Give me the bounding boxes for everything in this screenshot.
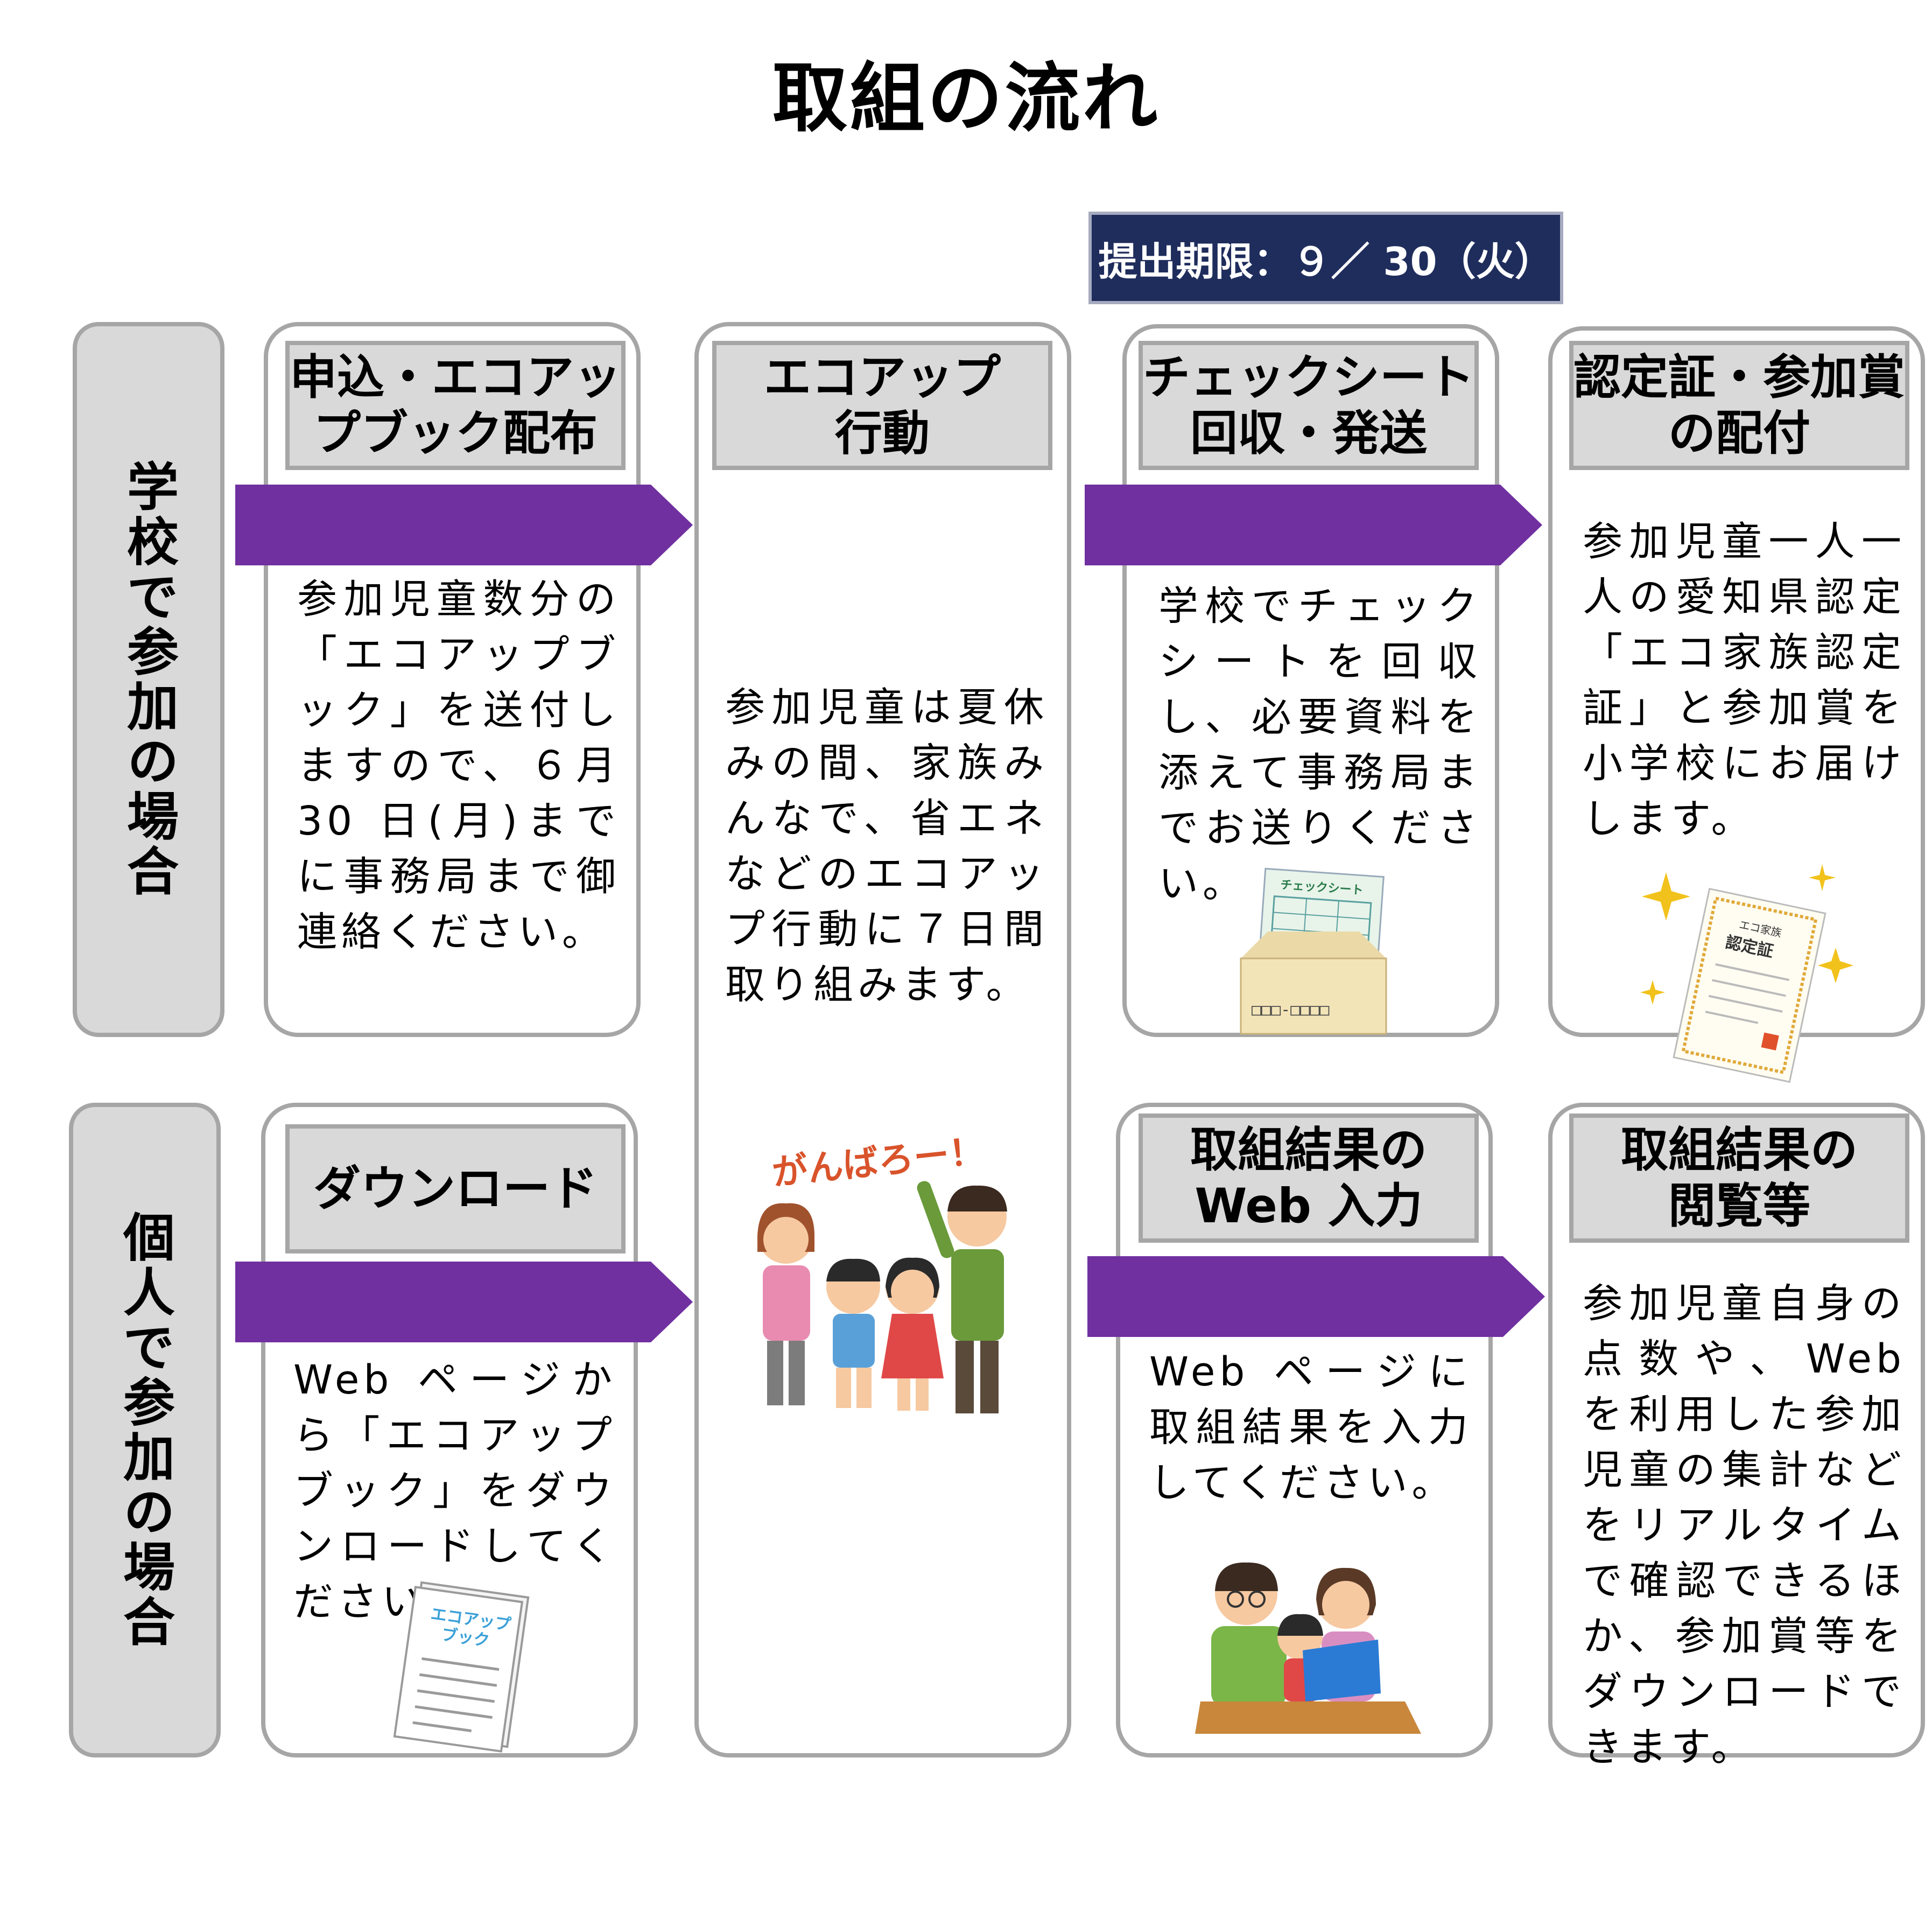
card-collect-header: チェックシート 回収・発送 xyxy=(1139,341,1479,470)
card-download-text: Web ページから「エコアップブック」をダウンロードしてください。 xyxy=(293,1357,616,1625)
ecoup-book-illustration: エコアップ ブック xyxy=(377,1572,538,1788)
row-label-school-text: 学校で参加の場合 xyxy=(118,460,179,899)
flow-arrow-individual-2 xyxy=(1087,1256,1545,1337)
family-cheering-illustration: がんばろー！ xyxy=(751,1136,1031,1438)
row-label-individual-text: 個人で参加の場合 xyxy=(114,1210,175,1650)
cheer-text: がんばろー！ xyxy=(770,1136,987,1194)
flow-arrow-individual-1 xyxy=(235,1262,693,1342)
card-apply-header: 申込・エコアッ プブック配布 xyxy=(285,341,626,470)
card-view-text: 参加児童自身の点数や、Web を利用した参加児童の集計などをリアルタイムで確認で… xyxy=(1583,1280,1906,1770)
family-computer-illustration xyxy=(1195,1556,1421,1739)
page-title: 取組の流れ xyxy=(772,55,1160,143)
envelope-postal-code: □□□-□□□□ xyxy=(1252,1000,1330,1019)
deadline-badge: 提出期限：９／ 30（火） xyxy=(1088,212,1563,304)
row-label-school: 学校で参加の場合 xyxy=(73,322,224,1037)
card-action-text: 参加児童は夏休みの間、家族みんなで、省エネなどのエコアップ行動に７日間取り組みま… xyxy=(725,684,1048,1008)
row-label-individual: 個人で参加の場合 xyxy=(69,1103,221,1757)
card-certificate-header: 認定証・参加賞 の配付 xyxy=(1569,341,1909,470)
card-download-header: ダウンロード xyxy=(285,1124,626,1253)
flow-arrow-school-2 xyxy=(1085,485,1542,565)
card-web-input-text: Web ページに取組結果を入力してください。 xyxy=(1149,1349,1472,1506)
card-web-input-header: 取組結果の Web 入力 xyxy=(1139,1113,1479,1243)
checksheet-envelope-illustration: チェックシート □□□-□□□□ xyxy=(1235,862,1397,1039)
card-certificate-text: 参加児童一人一人の愛知県認定「エコ家族認定証」と参加賞を小学校にお届けします。 xyxy=(1583,519,1906,842)
card-action-header: エコアップ 行動 xyxy=(712,341,1052,470)
card-view-header: 取組結果の 閲覧等 xyxy=(1569,1113,1909,1243)
card-apply-text: 参加児童数分の「エコアップブック」を送付しますので、６月 30 日(月)までに事… xyxy=(297,576,620,955)
card-collect-text: 学校でチェックシートを回収し、必要資料を添えて事務局までお送りください。 xyxy=(1158,583,1481,907)
flow-arrow-school-1 xyxy=(235,485,693,565)
card-action xyxy=(694,322,1071,1757)
certificate-illustration: エコ家族 認定証 xyxy=(1636,851,1863,1104)
